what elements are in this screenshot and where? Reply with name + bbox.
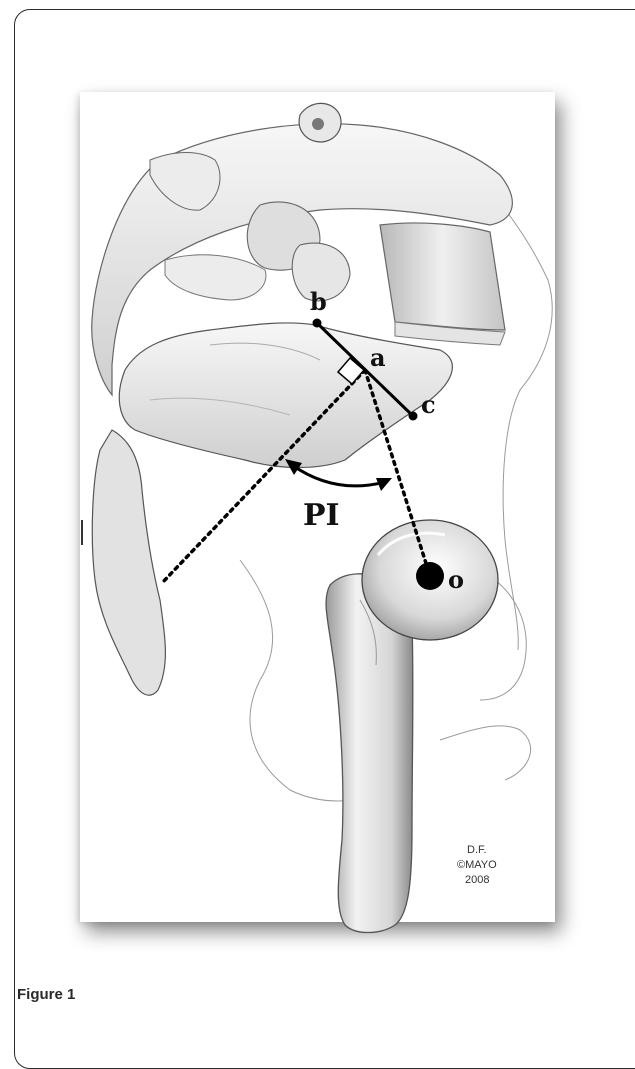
credit-year: 2008 xyxy=(465,874,489,886)
credit-mayo: ©MAYO xyxy=(457,859,497,871)
label-b: b xyxy=(310,287,327,316)
coccyx xyxy=(82,430,165,695)
point-b xyxy=(313,319,322,328)
label-pi: PI xyxy=(303,498,340,533)
figure-caption: Figure 1 xyxy=(17,986,75,1003)
pelvis-illustration: b a c o PI D.F. ©MAYO 2008 xyxy=(0,0,635,1011)
label-o: o xyxy=(448,565,464,594)
point-o xyxy=(416,562,444,590)
credit-initials: D.F. xyxy=(467,844,487,856)
label-c: c xyxy=(421,390,436,419)
point-c xyxy=(409,412,418,421)
pi-angle-arc xyxy=(292,465,385,486)
sacrum xyxy=(119,323,452,468)
label-a: a xyxy=(370,343,386,372)
